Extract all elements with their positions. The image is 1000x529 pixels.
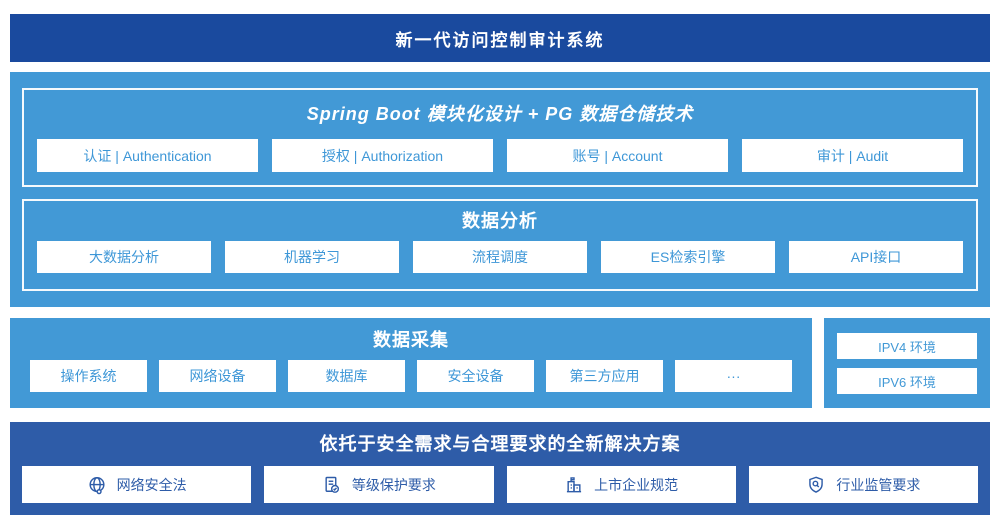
module-box-audit: 审计 | Audit	[742, 139, 963, 172]
module-box-bigdata: 大数据分析	[37, 241, 211, 273]
solution-banner: 依托于安全需求与合理要求的全新解决方案 网络安全法	[10, 422, 990, 515]
module-box-workflow: 流程调度	[413, 241, 587, 273]
module-box-es-search: ES检索引擎	[601, 241, 775, 273]
building-icon	[564, 475, 584, 495]
solution-row: 网络安全法 等级保护要求	[22, 466, 978, 503]
auth-module-row: 认证 | Authentication 授权 | Authorization 账…	[37, 139, 963, 172]
spring-boot-panel-title: Spring Boot 模块化设计 + PG 数据仓储技术	[306, 104, 694, 124]
system-title-banner: 新一代访问控制审计系统	[10, 14, 990, 62]
page-title: 新一代访问控制审计系统	[395, 30, 605, 50]
ipv6-environment-box: IPV6 环境	[837, 368, 977, 394]
solution-label: 行业监管要求	[836, 476, 921, 493]
module-box-security-device: 安全设备	[417, 360, 534, 392]
architecture-container: Spring Boot 模块化设计 + PG 数据仓储技术 认证 | Authe…	[10, 72, 990, 307]
solution-box-listed-company: 上市企业规范	[506, 466, 736, 503]
module-box-api: API接口	[789, 241, 963, 273]
data-collection-title: 数据采集	[373, 330, 449, 350]
data-analysis-title: 数据分析	[462, 211, 538, 231]
solution-label: 等级保护要求	[351, 476, 436, 493]
solution-label: 网络安全法	[116, 476, 187, 493]
module-box-authorization: 授权 | Authorization	[272, 139, 493, 172]
module-box-account: 账号 | Account	[507, 139, 728, 172]
solution-title: 依托于安全需求与合理要求的全新解决方案	[319, 434, 681, 454]
solution-box-cybersecurity-law: 网络安全法	[22, 466, 252, 503]
module-box-machine-learning: 机器学习	[225, 241, 399, 273]
shield-search-icon	[806, 475, 826, 495]
analysis-module-row: 大数据分析 机器学习 流程调度 ES检索引擎 API接口	[37, 241, 963, 273]
spring-boot-panel: Spring Boot 模块化设计 + PG 数据仓储技术 认证 | Authe…	[22, 88, 978, 187]
module-box-ellipsis: ···	[675, 360, 792, 392]
collection-module-row: 操作系统 网络设备 数据库 安全设备 第三方应用 ···	[10, 360, 812, 392]
data-collection-panel: 数据采集 操作系统 网络设备 数据库 安全设备 第三方应用 ···	[10, 318, 812, 408]
document-check-icon	[322, 475, 342, 495]
ipv4-environment-box: IPV4 环境	[837, 333, 977, 359]
module-box-os: 操作系统	[30, 360, 147, 392]
globe-icon	[87, 475, 107, 495]
solution-box-industry-regulation: 行业监管要求	[748, 466, 978, 503]
module-box-database: 数据库	[288, 360, 405, 392]
module-box-network-device: 网络设备	[159, 360, 276, 392]
data-analysis-panel: 数据分析 大数据分析 机器学习 流程调度 ES检索引擎 API接口	[22, 199, 978, 291]
module-box-authentication: 认证 | Authentication	[37, 139, 258, 172]
solution-box-classified-protection: 等级保护要求	[264, 466, 494, 503]
middle-row: 数据采集 操作系统 网络设备 数据库 安全设备 第三方应用 ··· IPV4 环…	[10, 318, 990, 408]
module-box-third-party: 第三方应用	[546, 360, 663, 392]
solution-label: 上市企业规范	[594, 476, 679, 493]
ip-environment-panel: IPV4 环境 IPV6 环境	[824, 318, 990, 408]
